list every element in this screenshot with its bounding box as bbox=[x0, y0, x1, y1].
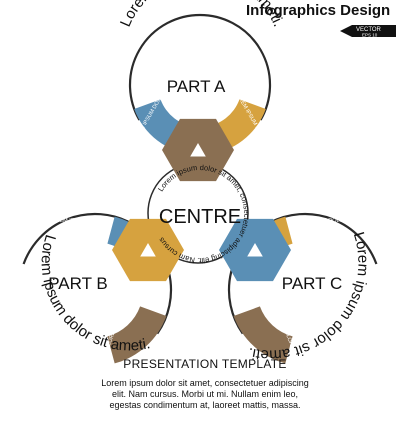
part-b-arrow-icon bbox=[140, 243, 156, 257]
part-b-label: PART B bbox=[48, 274, 108, 293]
part-a-label: PART A bbox=[167, 77, 226, 96]
badge-line2: EPS 10 bbox=[362, 33, 378, 38]
template-body: Lorem ipsum dolor sit amet, consectetuer… bbox=[101, 378, 309, 410]
part-c-left-tab bbox=[233, 306, 293, 364]
part-b-left-tab-label: LOREM IPSUM DOLOR bbox=[48, 218, 108, 224]
part-c-label: PART C bbox=[282, 274, 342, 293]
part-b-right-tab bbox=[107, 306, 167, 364]
vector-eps-badge: VECTOR EPS 10 bbox=[340, 25, 396, 38]
part-a-arrow-icon bbox=[190, 143, 206, 157]
badge-line1: VECTOR bbox=[356, 27, 382, 33]
part-a-outer-ring bbox=[128, 13, 272, 121]
template-title: PRESENTATION TEMPLATE bbox=[123, 357, 287, 371]
centre-label: CENTRE bbox=[159, 206, 241, 228]
part-c-arrow-icon bbox=[247, 243, 263, 257]
header-title: Infographics Design bbox=[246, 2, 391, 19]
part-c-right-tab-label: LOREM IPSUM DOLOR bbox=[288, 218, 348, 224]
